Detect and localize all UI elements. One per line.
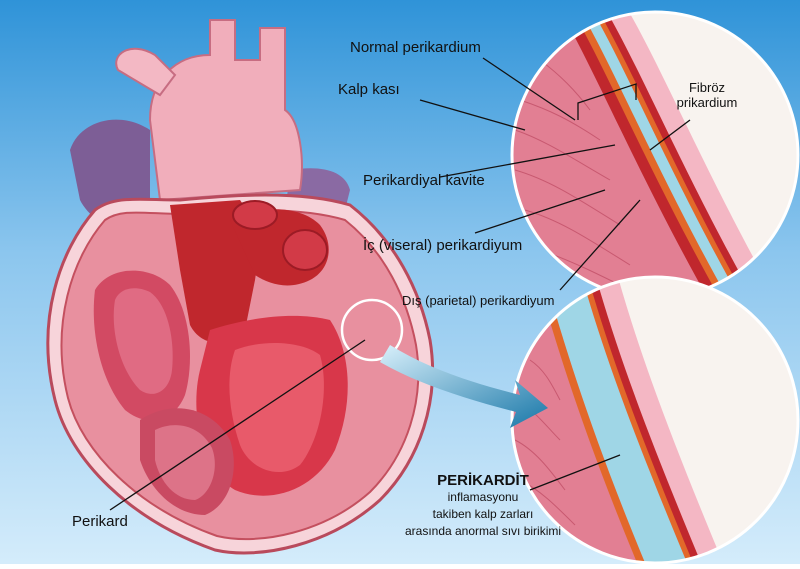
- zoom2-outside: [616, 277, 798, 563]
- zoom-arrow: [380, 345, 548, 428]
- leader-parietal: [559, 199, 641, 291]
- pericarditis-desc-2: takiben kalp zarları: [432, 507, 534, 521]
- leader-cavity: [439, 144, 616, 178]
- pericarditis-title: PERİKARDİT: [437, 472, 529, 489]
- bottom-zoom-border: [510, 275, 800, 565]
- label-normal-pericardium: Normal perikardium: [350, 39, 481, 56]
- ascending-aorta: [170, 200, 257, 343]
- left-atrium: [282, 229, 328, 271]
- label-visceral-pericardium: İç (viseral) perikardiyum: [363, 237, 523, 254]
- right-ventricle-inner: [155, 425, 215, 500]
- leader-pericarditis: [529, 454, 621, 491]
- label-fibrous-pericardium: Fibröz prikardium: [672, 80, 742, 110]
- leader-pericard: [109, 339, 366, 511]
- bracket-normal: [577, 83, 637, 120]
- label-fibrous-line2: prikardium: [676, 95, 738, 110]
- pericarditis-desc-1: inflamasyonu: [447, 490, 519, 504]
- leader-normal: [482, 57, 576, 121]
- leader-visceral: [474, 189, 606, 234]
- pericarditis-zoom: [512, 277, 798, 563]
- label-heart-muscle: Kalp kası: [338, 81, 400, 98]
- label-pericardial-cavity: Perikardiyal kavite: [363, 172, 485, 189]
- heart-illustration: [46, 19, 434, 555]
- pericarditis-desc-3: arasında anormal sıvı birikimi: [404, 524, 562, 538]
- leader-lines: [109, 57, 691, 511]
- label-parietal-pericardium: Dış (parietal) perikardiyum: [402, 293, 555, 308]
- magnify-indicator: [340, 298, 404, 362]
- aorta-branch: [115, 47, 177, 97]
- label-pericard: Perikard: [72, 513, 128, 530]
- right-atrium-inner: [113, 288, 173, 394]
- leader-fibrous: [649, 119, 691, 151]
- leader-muscle: [419, 99, 526, 131]
- left-ventricle-inner: [229, 343, 324, 473]
- label-fibrous-line1: Fibröz: [688, 80, 726, 95]
- pericarditis-block: PERİKARDİT inflamasyonu takiben kalp zar…: [398, 472, 568, 540]
- vessel-opening: [232, 200, 278, 230]
